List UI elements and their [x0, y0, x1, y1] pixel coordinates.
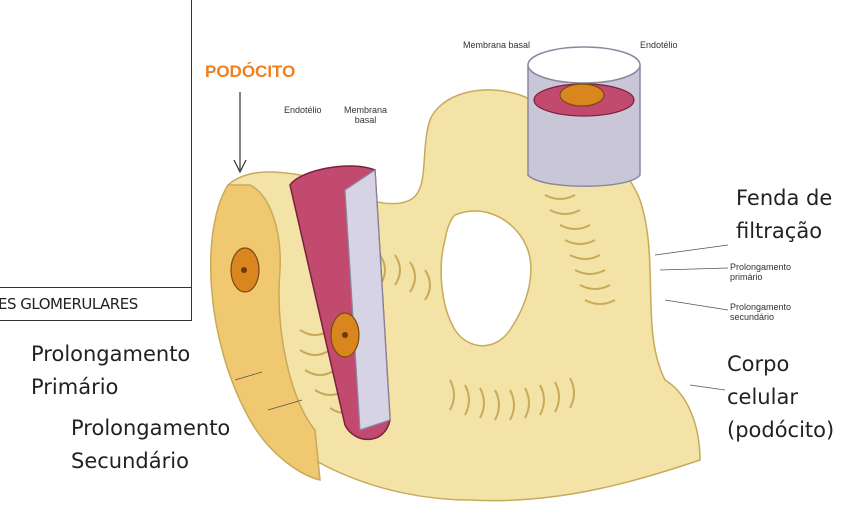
label-membrana-basal-left: Membrana basal: [344, 105, 387, 125]
label-membrana-basal-top: Membrana basal: [463, 40, 531, 50]
label-fenda-de-filtracao: Fenda de filtração: [736, 182, 832, 248]
label-prim-small-line2: primário: [730, 272, 763, 282]
sec-line1: Prolongamento: [71, 416, 231, 440]
label-corpo-celular: Corpo celular (podócito): [727, 348, 834, 447]
corpo-line2: celular: [727, 385, 798, 409]
label-prim-small-line1: Prolongamento: [730, 262, 792, 272]
leader-lines: [234, 244, 729, 411]
label-prolongamento-primario-small: Prolongamento primário: [730, 262, 791, 282]
caption-text: ES GLOMERULARES: [0, 295, 138, 313]
left-capillary: [289, 165, 391, 441]
corpo-line1: Corpo: [727, 352, 790, 376]
label-sec-small-line1: Prolongamento: [730, 302, 792, 312]
top-capillary: [527, 46, 641, 187]
podocito-arrow: [233, 92, 247, 174]
podocito-heading: PODÓCITO: [205, 62, 296, 81]
label-membrana-left-line2: basal: [354, 115, 377, 125]
fenda-line2: filtração: [736, 219, 823, 243]
label-endotelio-top: Endotélio: [640, 40, 678, 50]
label-sec-small-line2: secundário: [730, 312, 775, 322]
prim-line1: Prolongamento: [31, 342, 191, 366]
label-prolongamento-secundario: Prolongamento Secundário: [71, 412, 230, 478]
label-endotelio-left: Endotélio: [284, 105, 322, 115]
label-membrana-left-line1: Membrana: [344, 105, 388, 115]
prim-line2: Primário: [31, 375, 119, 399]
podocyte-section: [210, 184, 321, 481]
fenda-line1: Fenda de: [736, 186, 833, 210]
label-prolongamento-primario: Prolongamento Primário: [31, 338, 190, 404]
caption-box: ES GLOMERULARES: [0, 287, 192, 321]
label-prolongamento-secundario-small: Prolongamento secundário: [730, 302, 791, 322]
corpo-line3: (podócito): [727, 418, 835, 442]
sec-line2: Secundário: [71, 449, 189, 473]
